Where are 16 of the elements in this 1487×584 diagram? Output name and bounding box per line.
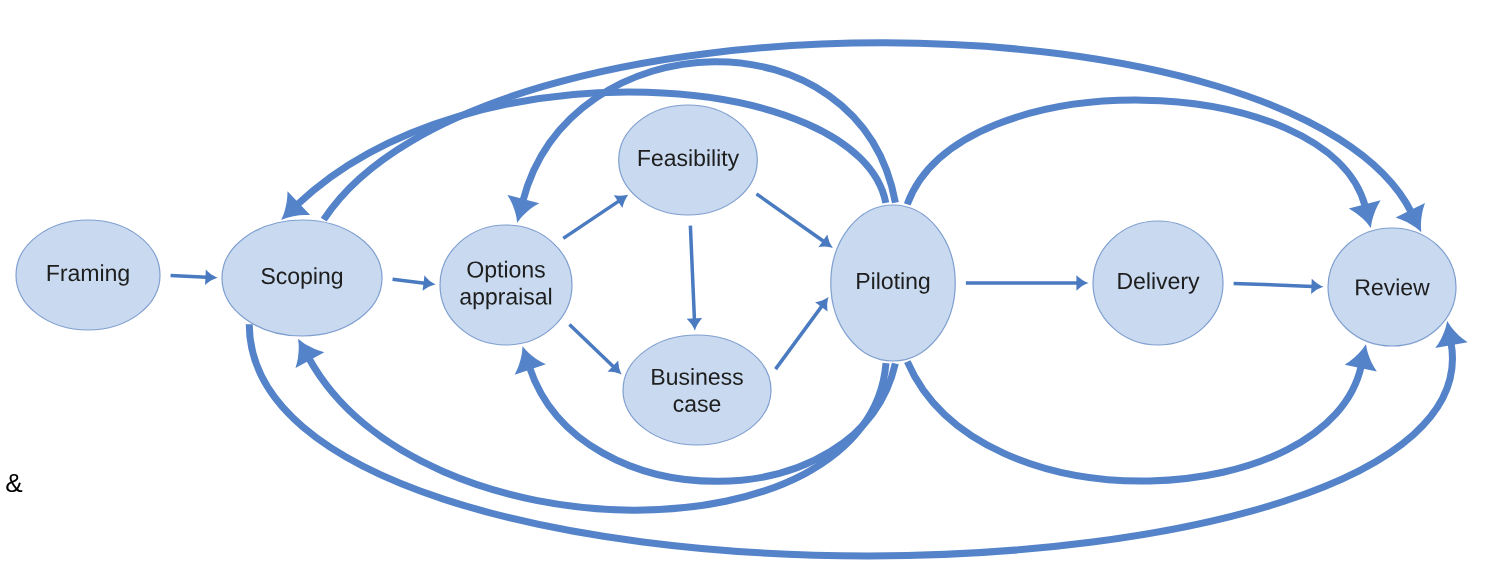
arrow bbox=[170, 271, 216, 284]
arrow bbox=[568, 323, 621, 374]
arrow bbox=[562, 195, 627, 240]
arrow bbox=[392, 277, 434, 290]
arrow bbox=[283, 88, 889, 219]
arrow bbox=[904, 347, 1375, 485]
note-text: & bbox=[6, 473, 23, 493]
arrow bbox=[245, 323, 1465, 560]
arrow bbox=[965, 276, 1087, 290]
arrow bbox=[688, 225, 701, 329]
arrow bbox=[774, 298, 828, 371]
arrow bbox=[1233, 280, 1322, 293]
arrow bbox=[755, 192, 832, 248]
arrow bbox=[516, 349, 899, 485]
arrow bbox=[509, 58, 899, 220]
arrow bbox=[296, 341, 890, 514]
